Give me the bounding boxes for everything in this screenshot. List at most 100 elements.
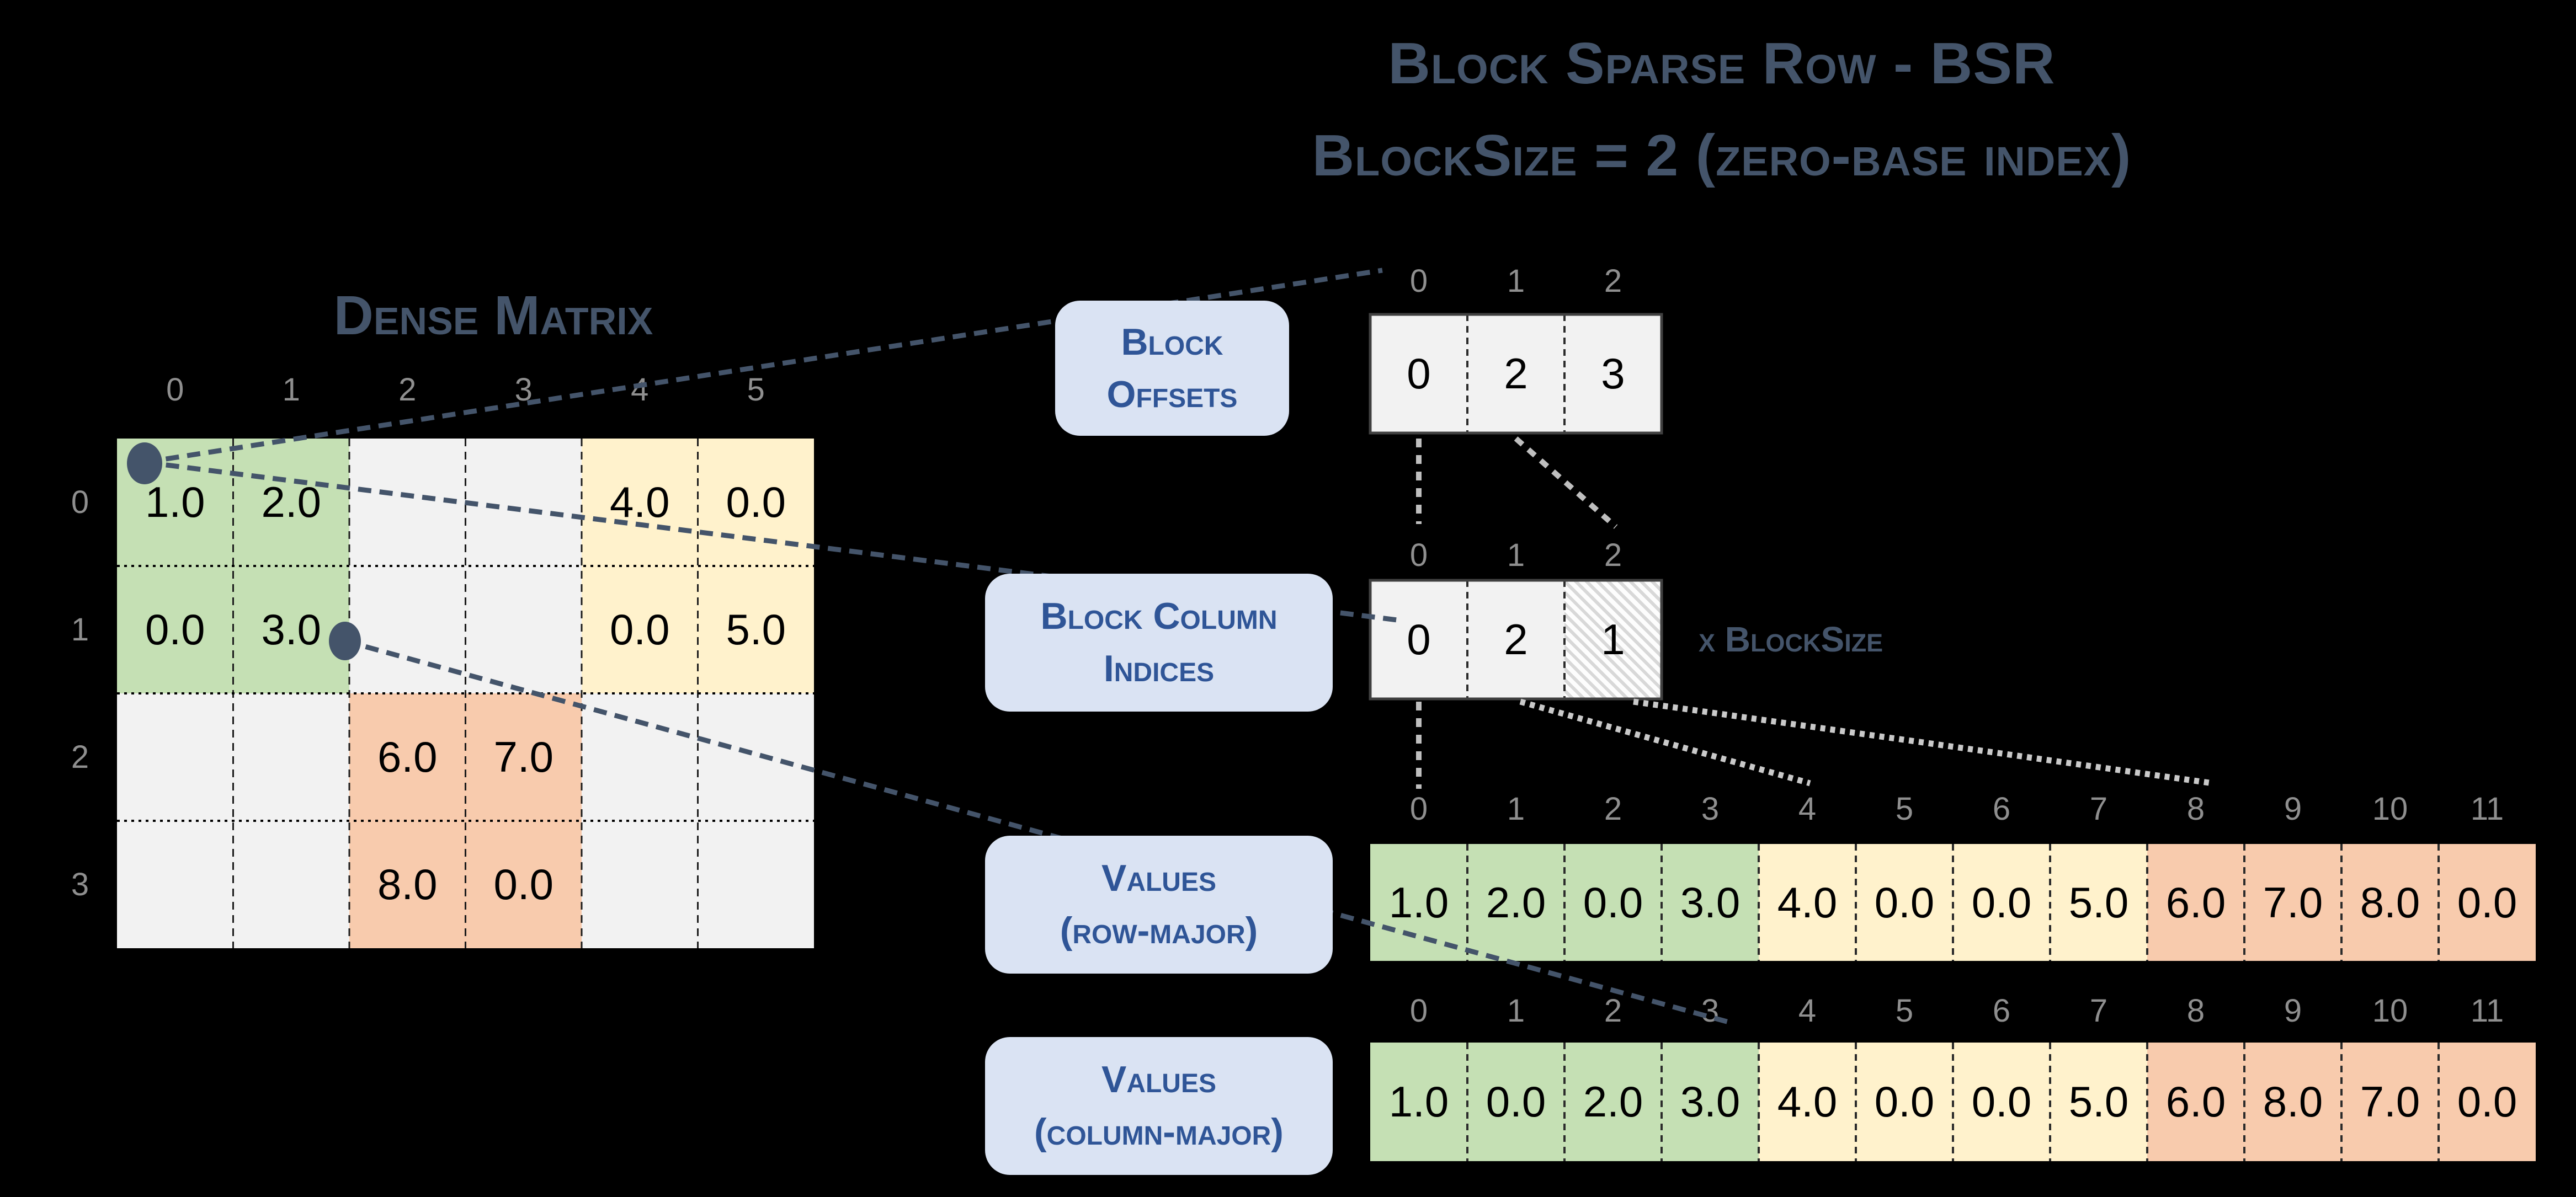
row-label: 3 xyxy=(71,867,89,902)
matrix-cell xyxy=(465,439,582,566)
block-column-indices-array: 0 2 1 xyxy=(1370,580,1662,699)
array-cell: 3.0 xyxy=(1662,844,1759,961)
array-cell: 0.0 xyxy=(1953,844,2050,961)
row-label: 1 xyxy=(71,612,89,648)
values-rm-index-row: 0 1 2 3 4 5 6 7 8 9 10 11 xyxy=(1370,790,2536,829)
matrix-cell: 4.0 xyxy=(582,439,698,566)
index-label: 0 xyxy=(1409,537,1428,573)
array-cell: 1.0 xyxy=(1370,1043,1467,1161)
col-label: 2 xyxy=(398,372,417,408)
index-label: 2 xyxy=(1604,791,1622,827)
matrix-cell: 5.0 xyxy=(698,566,814,693)
matrix-cell: 2.0 xyxy=(233,439,349,566)
array-cell: 8.0 xyxy=(2244,1043,2341,1161)
matrix-row-labels: 0 1 2 3 xyxy=(58,439,102,948)
array-cell: 0.0 xyxy=(1564,844,1662,961)
array-cell: 4.0 xyxy=(1759,1043,1856,1161)
offsets-index-row: 0 1 2 xyxy=(1370,262,1662,301)
array-cell: 7.0 xyxy=(2341,1043,2439,1161)
index-label: 2 xyxy=(1604,537,1622,573)
array-cell: 3.0 xyxy=(1662,1043,1759,1161)
block-offsets-label: Block Offsets xyxy=(1055,301,1289,436)
array-cell: 2.0 xyxy=(1467,844,1564,961)
index-label: 8 xyxy=(2186,791,2205,827)
blocksize-note: x BlockSize xyxy=(1699,619,1883,659)
index-label: 11 xyxy=(2470,791,2504,827)
array-cell: 0 xyxy=(1370,580,1467,699)
values-row-major-array: 1.0 2.0 0.0 3.0 4.0 0.0 0.0 5.0 6.0 7.0 … xyxy=(1370,844,2536,961)
index-label: 3 xyxy=(1701,993,1720,1029)
array-cell: 8.0 xyxy=(2341,844,2439,961)
bci-index-row: 0 1 2 xyxy=(1370,536,1662,575)
matrix-cell: 8.0 xyxy=(349,821,466,948)
page-title-line2: BlockSize = 2 (zero-base index) xyxy=(1312,123,2132,188)
index-label: 3 xyxy=(1701,791,1720,827)
matrix-cell xyxy=(349,566,466,693)
index-label: 5 xyxy=(1895,993,1914,1029)
values-cm-index-row: 0 1 2 3 4 5 6 7 8 9 10 11 xyxy=(1370,992,2536,1030)
matrix-cell xyxy=(698,693,814,821)
array-cell: 5.0 xyxy=(2050,844,2147,961)
array-cell: 4.0 xyxy=(1759,844,1856,961)
index-label: 4 xyxy=(1798,791,1817,827)
matrix-cell xyxy=(233,821,349,948)
matrix-cell xyxy=(233,693,349,821)
array-cell: 5.0 xyxy=(2050,1043,2147,1161)
index-label: 7 xyxy=(2089,791,2108,827)
col-label: 3 xyxy=(514,372,533,408)
matrix-cell: 0.0 xyxy=(465,821,582,948)
index-label: 0 xyxy=(1409,791,1428,827)
index-label: 0 xyxy=(1409,993,1428,1029)
array-cell: 1.0 xyxy=(1370,844,1467,961)
array-cell: 6.0 xyxy=(2147,844,2244,961)
array-cell: 7.0 xyxy=(2244,844,2341,961)
index-label: 1 xyxy=(1507,993,1525,1029)
matrix-cell xyxy=(349,439,466,566)
array-cell: 3 xyxy=(1564,314,1662,433)
matrix-cell: 6.0 xyxy=(349,693,466,821)
array-cell: 0 xyxy=(1370,314,1467,433)
matrix-cell: 0.0 xyxy=(117,566,233,693)
index-label: 10 xyxy=(2372,993,2408,1029)
index-label: 8 xyxy=(2186,993,2205,1029)
col-label: 5 xyxy=(747,372,765,408)
array-cell: 0.0 xyxy=(1953,1043,2050,1161)
dense-matrix-title: Dense Matrix xyxy=(333,285,653,346)
index-label: 7 xyxy=(2089,993,2108,1029)
index-label: 2 xyxy=(1604,993,1622,1029)
index-label: 1 xyxy=(1507,791,1525,827)
index-label: 11 xyxy=(2470,993,2504,1029)
index-label: 0 xyxy=(1409,263,1428,299)
col-label: 0 xyxy=(166,372,184,408)
array-cell: 0.0 xyxy=(1467,1043,1564,1161)
index-label: 4 xyxy=(1798,993,1817,1029)
array-cell: 6.0 xyxy=(2147,1043,2244,1161)
array-cell: 0.0 xyxy=(1856,1043,1953,1161)
matrix-cell xyxy=(582,821,698,948)
matrix-cell: 3.0 xyxy=(233,566,349,693)
matrix-cell xyxy=(582,693,698,821)
values-row-major-label: Values (row-major) xyxy=(985,836,1333,974)
index-label: 9 xyxy=(2284,791,2302,827)
index-label: 6 xyxy=(1992,791,2011,827)
values-column-major-label: Values (column-major) xyxy=(985,1037,1333,1175)
index-label: 2 xyxy=(1604,263,1622,299)
array-cell-hatched: 1 xyxy=(1564,580,1662,699)
index-label: 6 xyxy=(1992,993,2011,1029)
matrix-col-labels: 0 1 2 3 4 5 xyxy=(117,371,814,409)
values-column-major-array: 1.0 0.0 2.0 3.0 4.0 0.0 0.0 5.0 6.0 8.0 … xyxy=(1370,1043,2536,1161)
index-label: 1 xyxy=(1507,263,1525,299)
index-label: 9 xyxy=(2284,993,2302,1029)
array-cell: 0.0 xyxy=(2439,844,2536,961)
row-label: 2 xyxy=(71,739,89,775)
col-label: 1 xyxy=(282,372,300,408)
matrix-cell: 0.0 xyxy=(698,439,814,566)
block-column-indices-label: Block Column Indices xyxy=(985,574,1333,712)
array-cell: 0.0 xyxy=(1856,844,1953,961)
array-cell-separators xyxy=(1466,314,2440,1161)
col-label: 4 xyxy=(631,372,649,408)
row-label: 0 xyxy=(71,484,89,520)
matrix-cell: 1.0 xyxy=(117,439,233,566)
array-cell: 2 xyxy=(1467,314,1564,433)
